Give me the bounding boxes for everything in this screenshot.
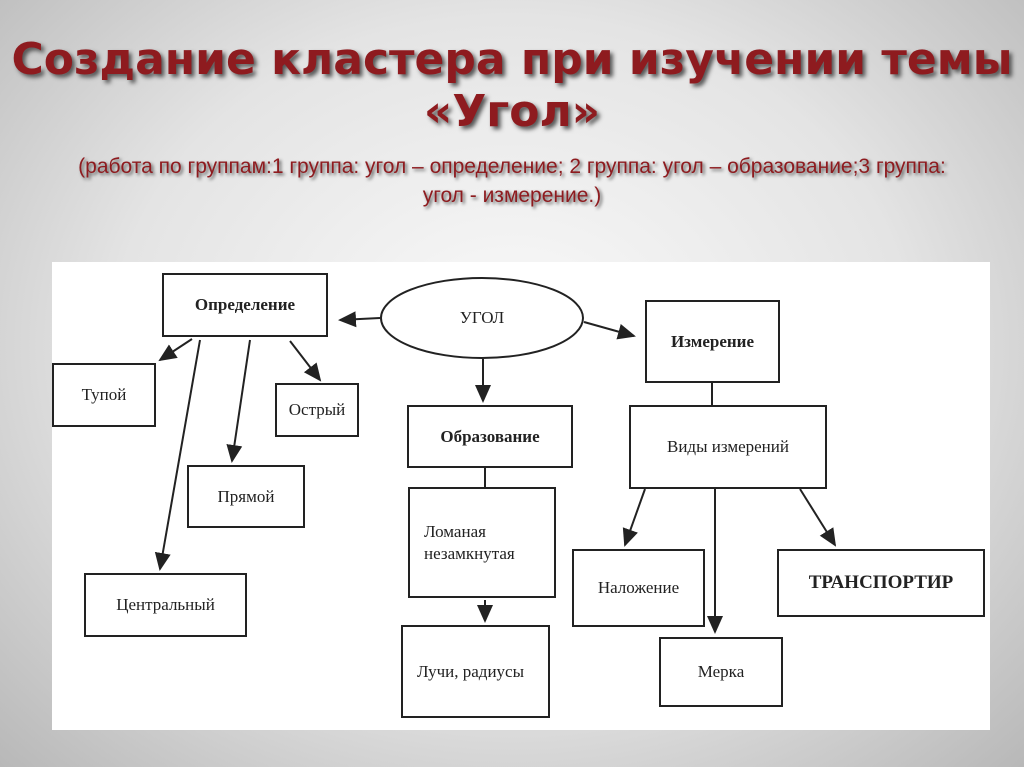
node-measurement: Измерение <box>645 300 780 383</box>
node-measure: Мерка <box>659 637 783 707</box>
node-formation: Образование <box>407 405 573 468</box>
slide-title: Создание кластера при изучении темы «Уго… <box>11 34 1013 137</box>
node-protractor: ТРАНСПОРТИР <box>777 549 985 617</box>
center-ellipse <box>380 277 584 359</box>
node-kinds: Виды измерений <box>629 405 827 489</box>
node-acute: Острый <box>275 383 359 437</box>
node-rays: Лучи, радиусы <box>401 625 550 718</box>
node-obtuse: Тупой <box>52 363 156 427</box>
slide-subtitle: (работа по группам:1 группа: угол – опре… <box>78 155 946 207</box>
node-definition: Определение <box>162 273 328 337</box>
node-polyline: Ломаная незамкнутая <box>408 487 556 598</box>
node-overlay: Наложение <box>572 549 705 627</box>
center-label: УГОЛ <box>459 308 505 327</box>
node-central: Центральный <box>84 573 247 637</box>
node-right: Прямой <box>187 465 305 528</box>
